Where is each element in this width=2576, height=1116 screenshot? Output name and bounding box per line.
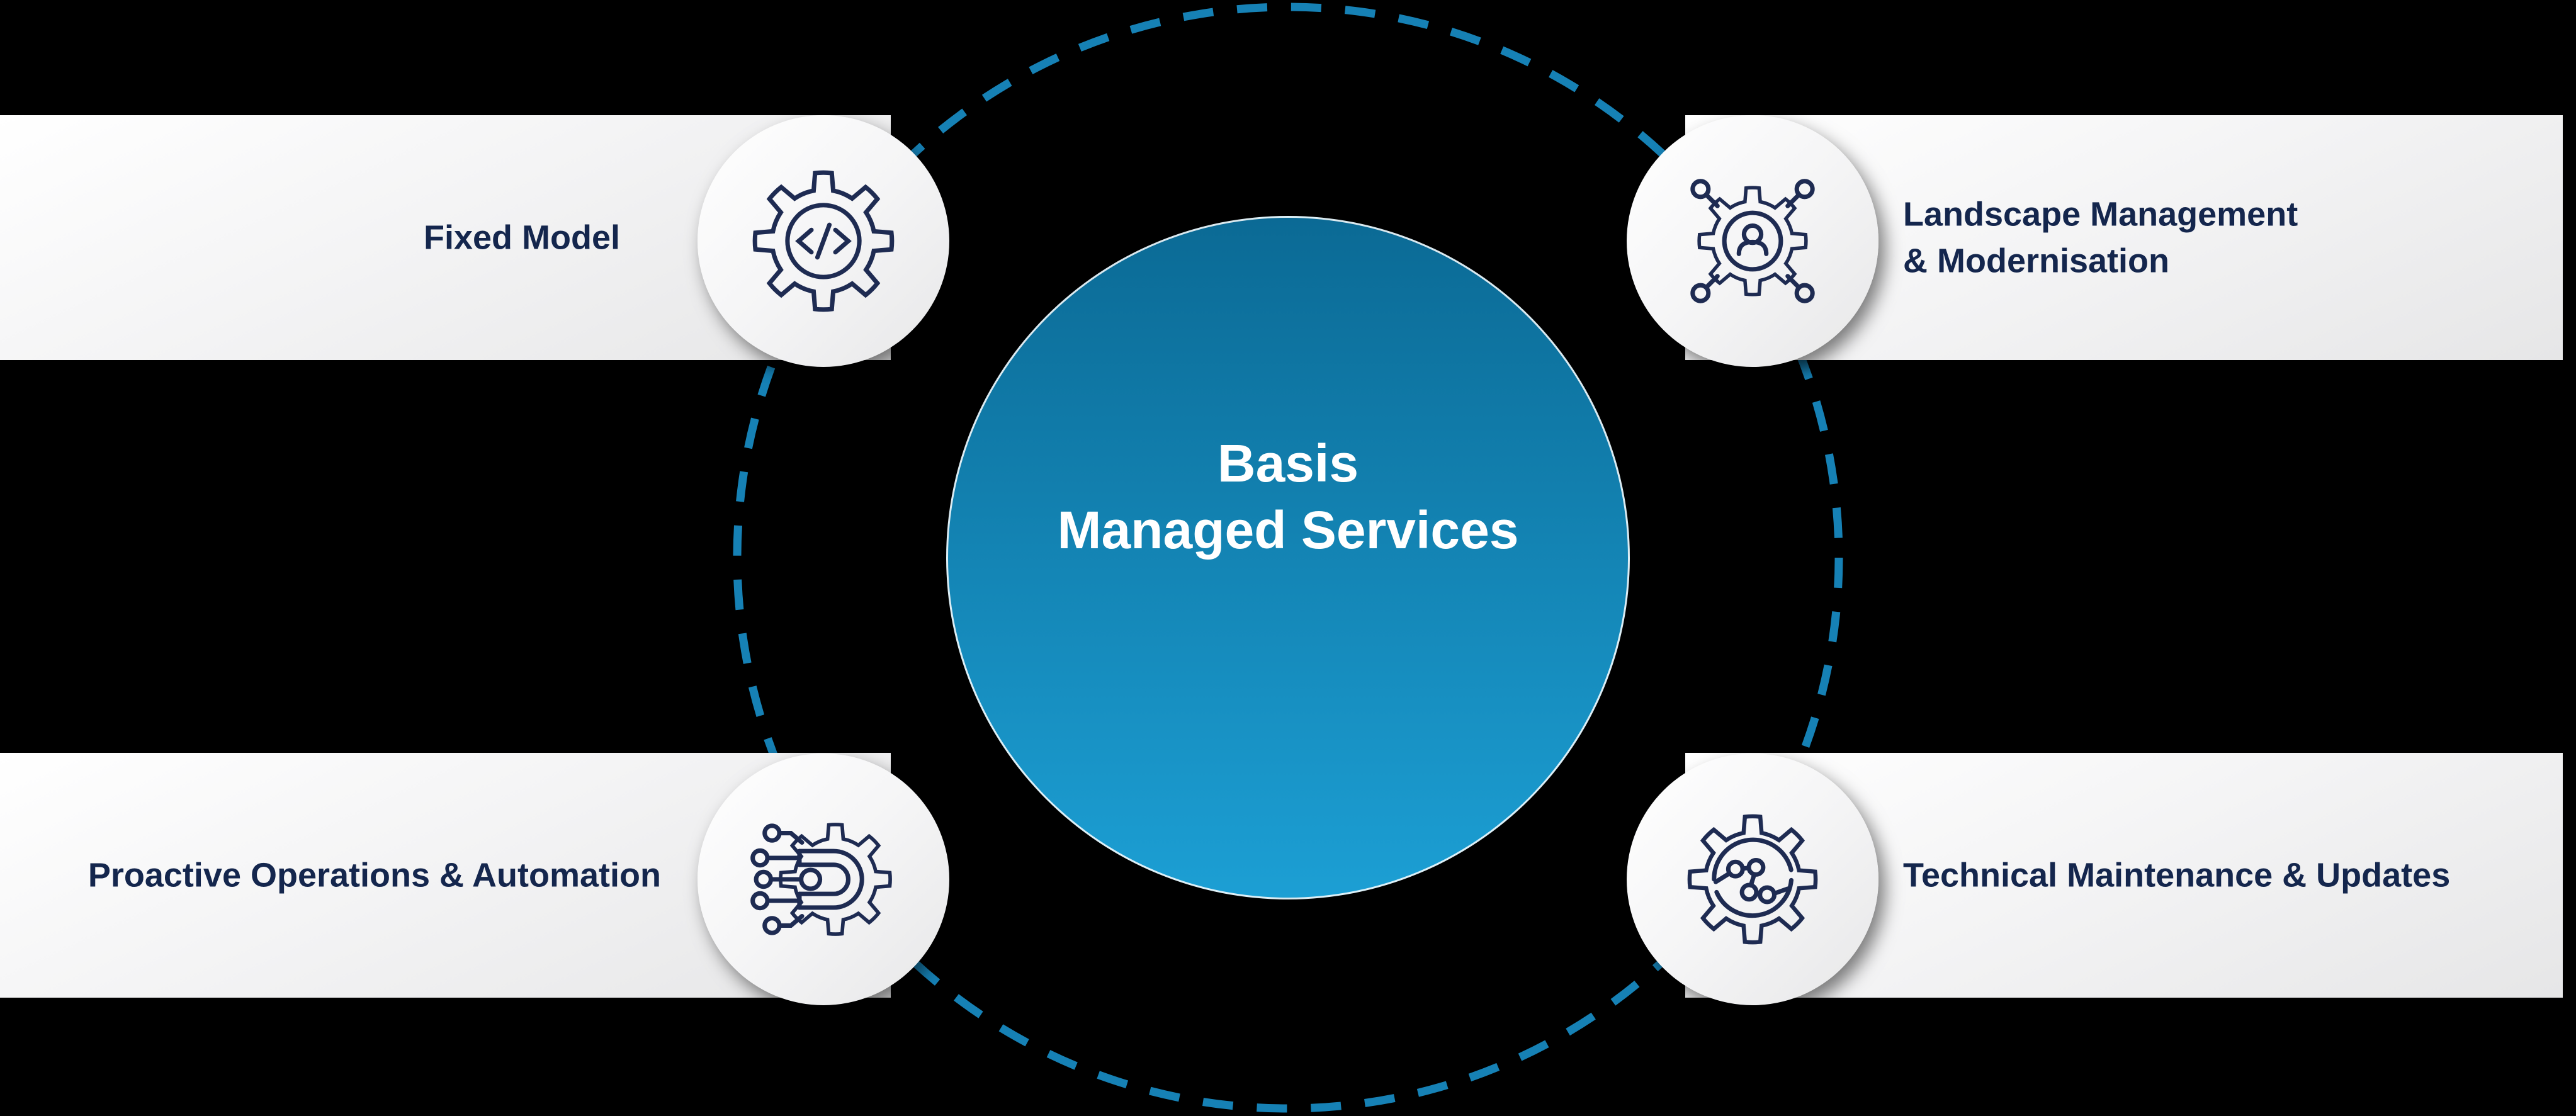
gear-person-network-icon — [1690, 179, 1815, 303]
icon-medallion-technical-maintenance — [1627, 753, 1878, 1005]
service-label-proactive-operations: Proactive Operations & Automation — [88, 856, 661, 894]
icon-medallion-proactive-operations — [698, 753, 949, 1005]
central-hub-circle: Basis Managed Services — [946, 216, 1630, 899]
gear-nodes-icon — [1687, 814, 1818, 945]
central-hub-title: Basis Managed Services — [1057, 434, 1519, 560]
service-label-fixed-model: Fixed Model — [423, 218, 620, 257]
service-label-technical-maintenance: Technical Maintenance & Updates — [1903, 856, 2451, 894]
icon-medallion-fixed-model — [698, 115, 949, 367]
icon-medallion-landscape-management — [1627, 115, 1878, 367]
gear-code-icon — [752, 170, 895, 312]
service-label-landscape-management: Landscape Management & Modernisation — [1903, 194, 2298, 280]
gear-circuit-icon — [750, 823, 892, 936]
